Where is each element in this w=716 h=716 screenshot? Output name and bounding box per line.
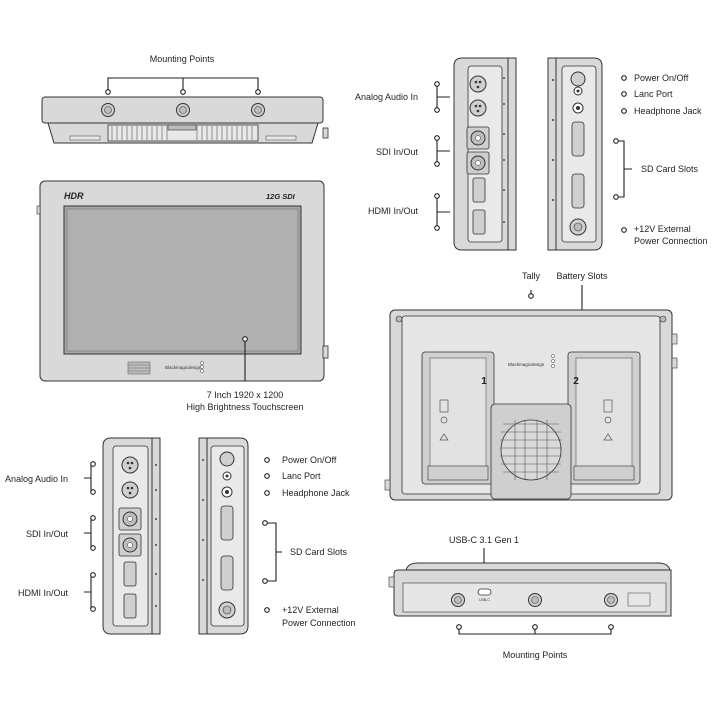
label-screen-1: 7 Inch 1920 x 1200 [207,390,284,400]
label-power-conn-lower-1: +12V External [282,605,339,615]
slot-number-1: 1 [481,376,487,387]
label-headphone-upper: Headphone Jack [634,106,702,116]
usb-port-text: USB-C [479,598,490,602]
label-sd-lower: SD Card Slots [290,547,348,557]
label-lanc-upper: Lanc Port [634,89,673,99]
label-screen-2: High Brightness Touchscreen [187,402,304,412]
label-tally: Tally [522,271,541,281]
label-headphone-lower: Headphone Jack [282,488,350,498]
label-usb-c: USB-C 3.1 Gen 1 [449,535,519,545]
label-analog-audio-lower: Analog Audio In [5,474,68,484]
top-view: Mounting Points [41,54,329,144]
slot-number-2: 2 [573,376,579,387]
front-view: HDR 12G SDI Blackmagicdesign 7 Inch 1920… [36,180,329,412]
bottom-view: USB-C 3.1 Gen 1 USB-C Mounting Points [388,535,672,660]
front-brand: Blackmagicdesign [165,365,202,370]
label-top-mounting-points: Mounting Points [150,54,215,64]
label-power-upper: Power On/Off [634,73,689,83]
label-analog-audio-upper: Analog Audio In [355,92,418,102]
label-power-lower: Power On/Off [282,455,337,465]
sdi-badge: 12G SDI [266,192,296,201]
label-hdmi-upper: HDMI In/Out [368,206,419,216]
usb-c-port [477,588,492,596]
label-power-conn-lower-2: Power Connection [282,618,356,628]
side-views-lower: Analog Audio In SDI In/Out HDMI In/Out P… [5,437,356,635]
label-sdi-upper: SDI In/Out [376,147,419,157]
hdr-badge: HDR [64,191,84,201]
label-bottom-mounting-points: Mounting Points [503,650,568,660]
label-sd-upper: SD Card Slots [641,164,699,174]
label-power-conn-upper-2: Power Connection [634,236,708,246]
back-brand: Blackmagicdesign [508,362,545,367]
label-hdmi-lower: HDMI In/Out [18,588,69,598]
label-battery-slots: Battery Slots [556,271,608,281]
label-sdi-lower: SDI In/Out [26,529,69,539]
back-view: Tally Battery Slots 1 2 Blackmagicdesign [384,271,678,501]
side-views-upper: Analog Audio In SDI In/Out HDMI In/Out P… [355,57,708,251]
label-lanc-lower: Lanc Port [282,471,321,481]
label-power-conn-upper-1: +12V External [634,224,691,234]
